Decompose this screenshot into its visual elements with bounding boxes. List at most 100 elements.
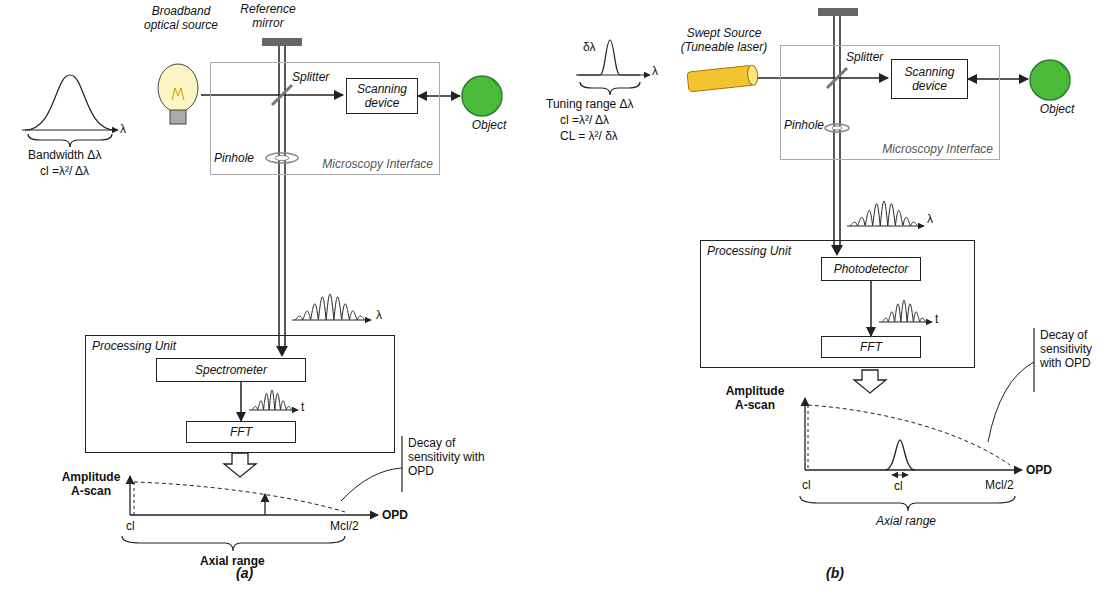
label-holder: Bandwidth Δλ [28, 148, 101, 162]
figure-label: Reference mirror [240, 2, 295, 30]
box-label: Object [1028, 102, 1086, 116]
beam-arrowhead [831, 245, 843, 256]
box-label: Microscopy Interface [882, 142, 993, 156]
label-holder: t [935, 312, 938, 326]
figure-label: Mcl/2 [330, 519, 359, 533]
source-beam [758, 77, 888, 79]
box-label: FFT [860, 340, 882, 354]
panel-b-figure [576, 8, 1034, 511]
beam-splitter [272, 85, 292, 105]
narrow-line-spectrum [578, 40, 640, 75]
opd-axis [130, 514, 378, 515]
figure-label: Splitter [292, 70, 329, 84]
figure-label: Amplitude A-scan [62, 470, 121, 498]
interference-fringes [850, 201, 918, 226]
axial-range-brace [800, 496, 1015, 511]
box-label: Photodetector [834, 262, 909, 276]
box-label: Scanning device [352, 82, 412, 110]
figure-label: Swept Source (Tuneable laser) [681, 26, 767, 54]
interference-fringes [295, 294, 365, 320]
figure-label: λ [376, 308, 382, 322]
figure-label: OPD [1026, 463, 1052, 477]
laser-aperture [747, 65, 759, 86]
dashed-marker [134, 482, 135, 515]
figure-label: (b) [826, 565, 844, 581]
connector-arrow [418, 95, 460, 97]
label-holder: Pinhole [784, 118, 824, 132]
eye-drawing [460, 74, 504, 118]
label-holder: Reference mirror [236, 2, 300, 30]
hollow-arrow [224, 453, 256, 477]
interference-fringes [252, 390, 292, 410]
beam-arrowhead [276, 346, 288, 357]
figure-label: Pinhole [784, 118, 824, 132]
figure-label: λ [120, 122, 126, 136]
label-holder: (b) [826, 566, 844, 580]
figure-label: Splitter [846, 50, 883, 64]
figure-label: Tuning range Δλ [546, 97, 634, 111]
label-holder: δλ [583, 40, 595, 54]
box-label: Microscopy Interface [322, 157, 433, 171]
figure-label: cl =λ²/ Δλ [560, 113, 609, 127]
label-holder: CL = λ²/ δλ [560, 129, 618, 143]
label-holder: OPD [1026, 463, 1052, 477]
label-holder: (a) [236, 566, 253, 580]
label-holder: t [301, 400, 304, 414]
region-caption: Microscopy Interface [322, 157, 433, 171]
label-holder: cl [802, 478, 811, 492]
object-eye: Object [460, 74, 518, 132]
reference-beam [833, 16, 835, 246]
amplitude-axis [804, 398, 805, 470]
label-holder: Broadband optical source [135, 4, 227, 32]
pinhole-symbol [825, 124, 849, 132]
label-holder: cl =λ²/ Δλ [40, 164, 89, 178]
process-box: Scanning device [891, 59, 968, 99]
figure-label: Broadband optical source [144, 4, 218, 32]
label-holder: Decay of sensitivity with OPD [1040, 328, 1100, 370]
object-eye: Object [1028, 58, 1086, 116]
light-bulb [158, 64, 198, 112]
panel-a-figure [22, 38, 402, 551]
figure-label: Decay of sensitivity with OPD [1040, 328, 1092, 370]
bulb-base [170, 110, 186, 124]
hollow-arrow [854, 370, 886, 393]
tunable-laser [687, 65, 759, 92]
signal-axis [847, 226, 924, 227]
box-label: Spectrometer [195, 363, 267, 377]
figure-label: Bandwidth Δλ [28, 148, 101, 162]
figure-label: (a) [236, 565, 253, 581]
figure-label: Amplitude A-scan [726, 384, 785, 412]
wavelength-axis [22, 130, 118, 131]
region-caption: Processing Unit [92, 339, 176, 353]
region-caption: Processing Unit [707, 244, 791, 258]
figure-label: cl [894, 479, 903, 493]
box-label: Object [460, 118, 518, 132]
dashed-marker [808, 405, 809, 470]
label-holder: Axial range [876, 514, 936, 528]
leader-line [988, 362, 1034, 442]
process-box: Spectrometer [156, 358, 306, 382]
interference-fringes [882, 300, 926, 322]
figure-label: OPD [382, 508, 408, 522]
label-holder: OPD [382, 508, 408, 522]
figure-label: λ [652, 64, 658, 78]
process-box: FFT [186, 421, 296, 443]
figure-label: δλ [583, 40, 595, 54]
reflection-peak [264, 494, 265, 515]
reflection-peak [885, 440, 915, 470]
reference-beam [278, 46, 280, 347]
reference-mirror [262, 38, 302, 46]
interface-region: Microscopy Interface Scanning device [780, 45, 1000, 160]
region-caption: Microscopy Interface [882, 142, 993, 156]
peak-width-arrow [892, 475, 908, 476]
sensitivity-decay-curve [134, 482, 345, 512]
figure-label: Mcl/2 [985, 478, 1014, 492]
label-holder: Splitter [846, 50, 883, 64]
processing-unit: Processing UnitSpectrometerFFT [85, 335, 395, 453]
leader-line [341, 468, 402, 501]
beam-splitter [827, 68, 847, 88]
figure-label: λ [927, 212, 933, 226]
figure-label: cl [126, 519, 135, 533]
eye-shade [490, 79, 499, 113]
